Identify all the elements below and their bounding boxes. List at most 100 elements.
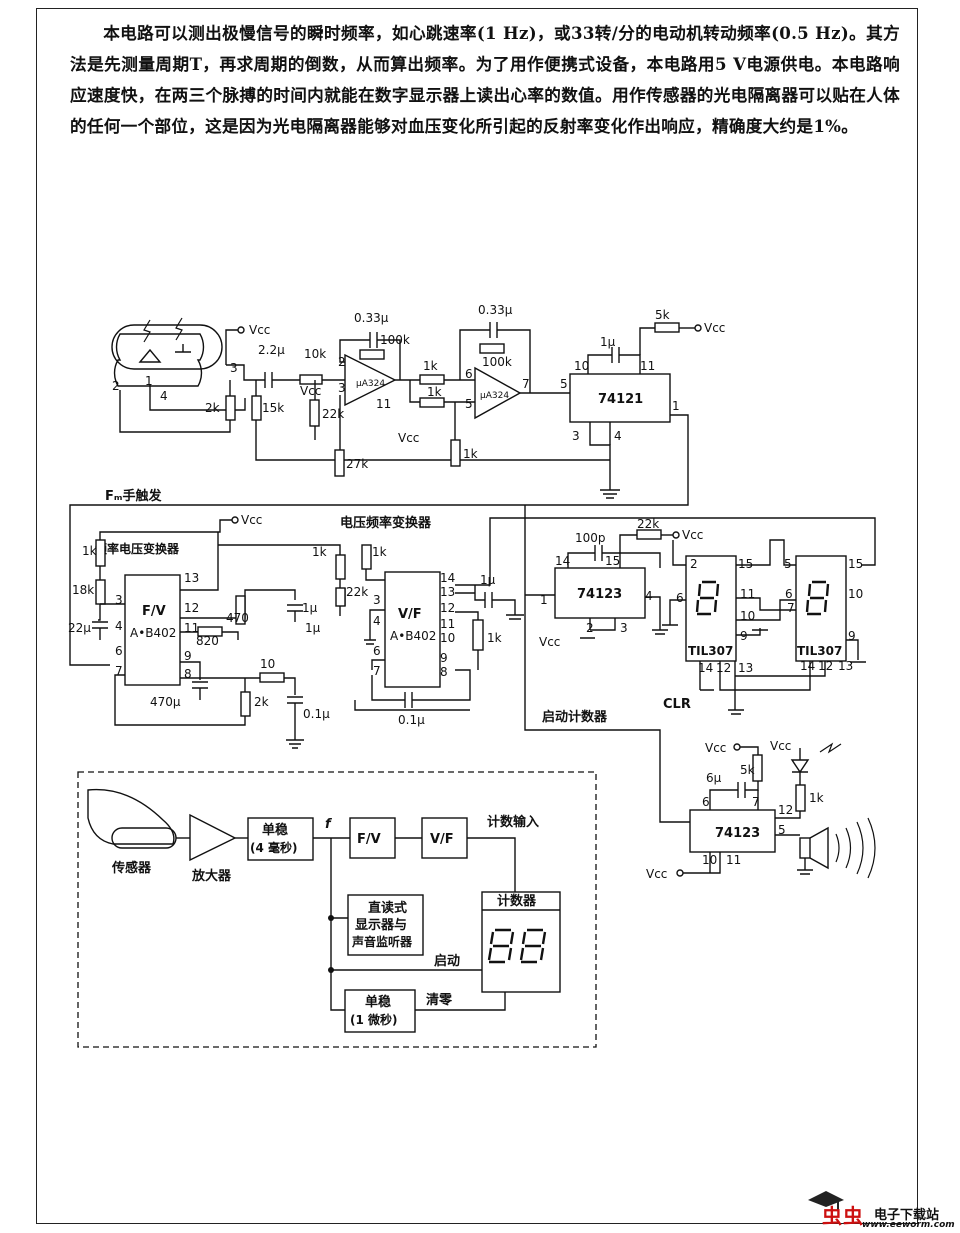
svg-text:74123: 74123 <box>715 826 760 841</box>
vcc-label: Vcc <box>249 323 270 337</box>
clr-label: CLR <box>663 697 691 712</box>
fv-pin12: 12 <box>184 601 199 615</box>
amp-label: 放大器 <box>191 868 232 884</box>
d2-pin10: 10 <box>848 587 863 601</box>
res-1k-label: 1k <box>423 359 438 373</box>
vf-pin4: 4 <box>373 614 381 628</box>
d1-pin11: 11 <box>740 587 755 601</box>
a-pin7: 7 <box>752 795 760 809</box>
d1-pin9: 9 <box>740 629 748 643</box>
vf-pin14: 14 <box>440 571 455 585</box>
chip-74121: 74121 <box>569 373 671 423</box>
res-18k-label: 18k <box>72 583 94 597</box>
d1-pin2: 2 <box>690 557 698 571</box>
svg-text:F/V: F/V <box>142 604 166 619</box>
res-15k-label: 15k <box>262 401 284 415</box>
count-input-label: 计数输入 <box>487 814 539 830</box>
cap-6u-label: 6μ <box>706 771 722 785</box>
sensor-optocoupler <box>111 317 223 387</box>
opamp-2: μA324 <box>474 366 522 420</box>
mono4-label: 单稳 <box>262 822 288 838</box>
cap-22-label: 22μ <box>68 621 91 635</box>
res-1k-label-3: 1k <box>463 447 478 461</box>
opamp-1: μA324 <box>344 353 397 407</box>
a-pin5: 5 <box>778 823 786 837</box>
res-1k-vf2: 1k <box>372 545 387 559</box>
res-5k-label: 5k <box>655 308 670 322</box>
amp2-pin7: 7 <box>522 377 530 391</box>
d2-pin7: 7 <box>787 601 795 615</box>
svg-text:μA324: μA324 <box>480 391 509 401</box>
amp1-pin3: 3 <box>338 381 346 395</box>
vcc-label-3: Vcc <box>398 431 419 445</box>
svg-text:74123: 74123 <box>577 587 622 602</box>
res-10k-label: 10k <box>304 347 326 361</box>
pin-3: 3 <box>230 361 238 375</box>
fv-pin3: 3 <box>115 593 123 607</box>
res-22k-m2: 22k <box>637 517 659 531</box>
fv-pin11: 11 <box>184 621 199 635</box>
res-27k-label: 27k <box>346 457 368 471</box>
svg-text:V/F: V/F <box>398 607 422 622</box>
vf-title: 电压频率变换器 <box>340 515 432 531</box>
start-counter-label: 启动计数器 <box>542 709 608 725</box>
m1-pin4: 4 <box>614 429 622 443</box>
vf-pin8: 8 <box>440 665 448 679</box>
d1-pin15: 15 <box>738 557 753 571</box>
vcc-label-8: Vcc <box>705 741 726 755</box>
sensor-icon <box>87 788 177 849</box>
m2-pin1: 1 <box>540 593 548 607</box>
d1-pin6: 6 <box>676 591 684 605</box>
cap-1u-fv2: 1μ <box>305 621 321 635</box>
amp-triangle <box>189 813 237 862</box>
page-frame <box>36 8 918 1224</box>
vcc-label-2: Vcc <box>300 384 321 398</box>
res-22k-label: 22k <box>322 407 344 421</box>
m2-pin14: 14 <box>555 554 570 568</box>
d2-pin13: 13 <box>838 659 853 673</box>
d1-pin14: 14 <box>698 661 713 675</box>
manual-trigger-label: Fₘ手触发 <box>105 488 163 504</box>
svg-text:TIL307: TIL307 <box>688 644 733 658</box>
watermark-brand: 虫虫 <box>822 1204 864 1228</box>
vcc-label-5: Vcc <box>241 513 262 527</box>
d2-pin6: 6 <box>785 587 793 601</box>
speaker-icon <box>775 817 876 879</box>
cap-2-2u-label: 2.2μ <box>258 343 285 357</box>
m1-pin11: 11 <box>640 359 655 373</box>
display-monitor-box <box>347 894 424 956</box>
m2-pin15: 15 <box>605 554 620 568</box>
pot-1k-vf: 1k <box>487 631 502 645</box>
display-line1: 直读式 <box>368 900 407 916</box>
vf-pin10: 10 <box>440 631 455 645</box>
vcc-label-6: Vcc <box>539 635 560 649</box>
res-1k-vf: 1k <box>312 545 327 559</box>
pin-2: 2 <box>112 379 120 393</box>
m2-pin4: 4 <box>645 589 653 603</box>
cap-100p-label: 100p <box>575 531 606 545</box>
vcc-label-4: Vcc <box>704 321 725 335</box>
mono1-sub: (1 微秒) <box>350 1012 398 1027</box>
m2-pin3: 3 <box>620 621 628 635</box>
res-1k-fv: 1k <box>82 544 97 558</box>
fv-block-label: F/V <box>357 832 381 847</box>
clear-label: 清零 <box>426 992 453 1008</box>
cap-033-label: 0.33μ <box>354 311 389 325</box>
fv-title: 频率电压变换器 <box>95 541 180 556</box>
fv-box <box>349 817 396 859</box>
res-2k-label: 2k <box>205 401 220 415</box>
fv-pin9: 9 <box>184 649 192 663</box>
amp2-pin6: 6 <box>465 367 473 381</box>
d2-pin5: 5 <box>784 557 792 571</box>
res-22k-vf: 22k <box>346 585 368 599</box>
d2-pin9: 9 <box>848 629 856 643</box>
f-label: f <box>325 817 333 832</box>
res-820-label: 820 <box>196 634 219 648</box>
res-1k-alarm: 1k <box>809 791 824 805</box>
res-2k-fv: 2k <box>254 695 269 709</box>
amp2-pin5: 5 <box>465 397 473 411</box>
cap-470-label: 470μ <box>150 695 181 709</box>
vcc-label-10: Vcc <box>646 867 667 881</box>
res-100k-label-2: 100k <box>482 355 512 369</box>
